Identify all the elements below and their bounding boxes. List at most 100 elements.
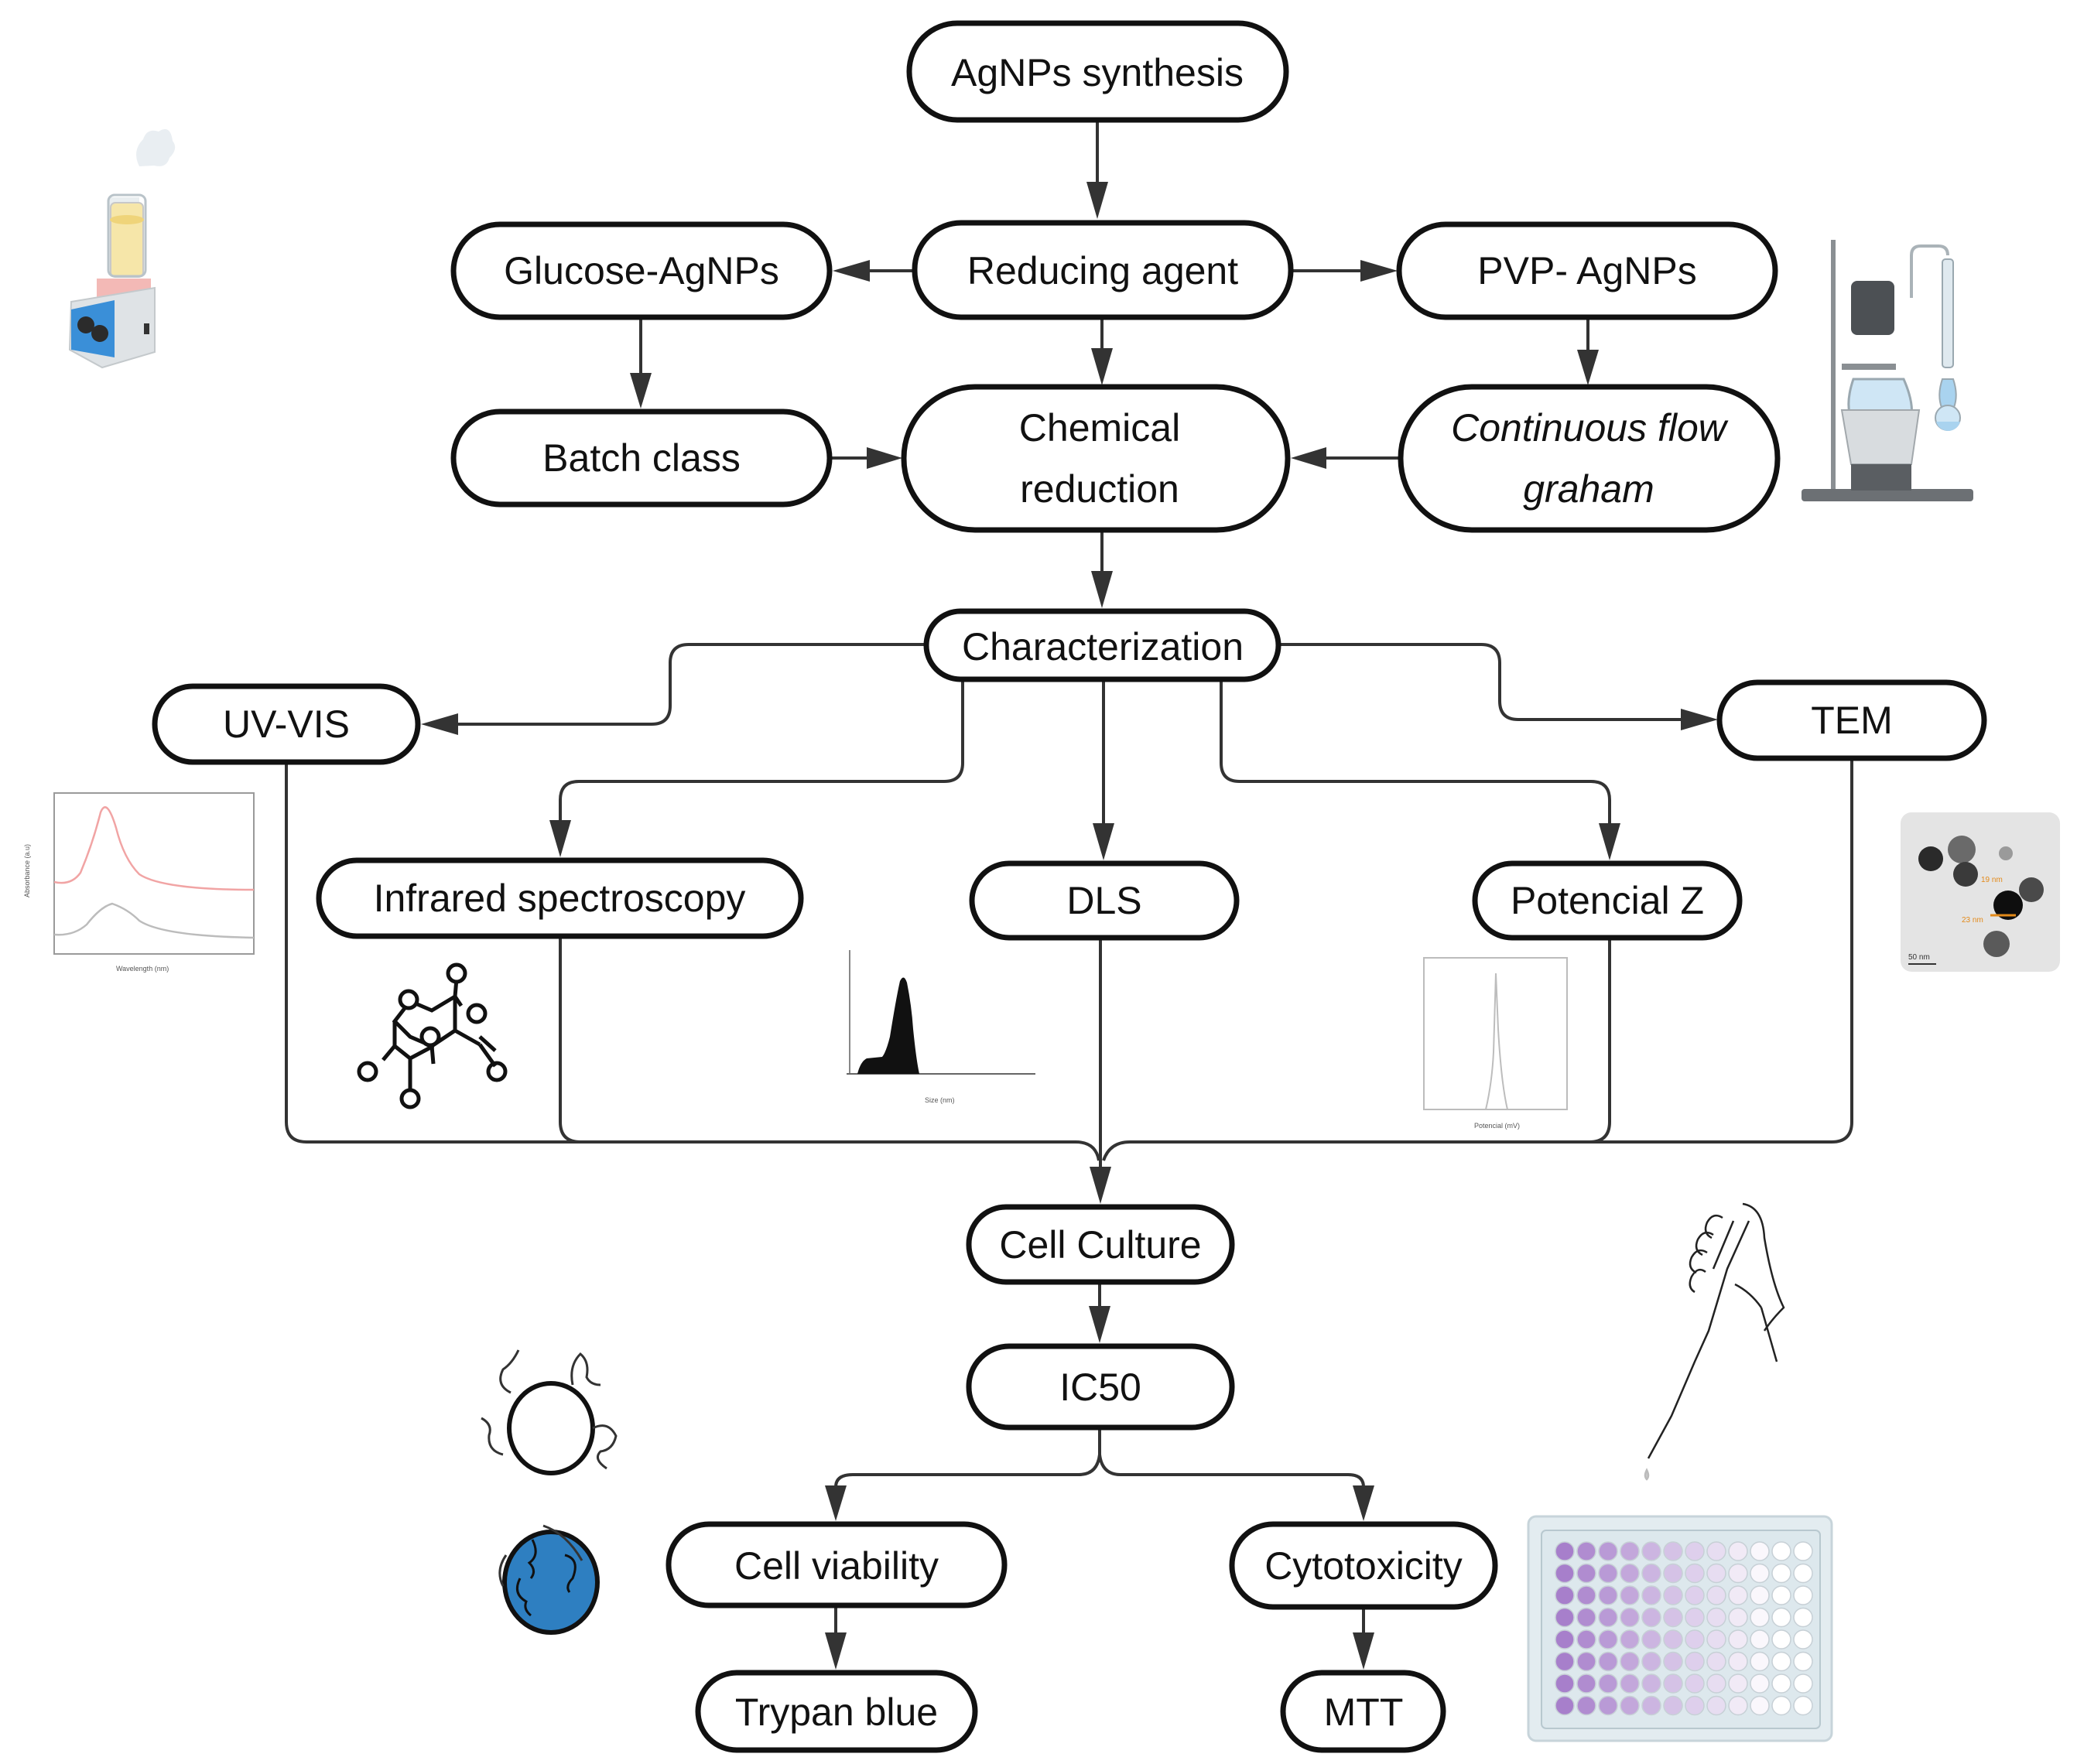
well (1641, 1563, 1661, 1584)
well (1620, 1607, 1640, 1628)
uv-vis-ylabel: Absorbance (a.u) (23, 844, 31, 897)
well (1663, 1563, 1683, 1584)
well (1771, 1563, 1791, 1584)
node-dls: DLS (969, 860, 1240, 941)
hotplate-stirrer-icon (68, 128, 176, 369)
node-trypan-blue: Trypan blue (695, 1670, 978, 1753)
well (1555, 1541, 1575, 1561)
node-shape (966, 1204, 1235, 1285)
well (1685, 1629, 1705, 1649)
well (1663, 1695, 1683, 1716)
edge-infrared-to-cellculture (559, 936, 581, 1144)
node-label: Batch class (542, 436, 741, 480)
node-infrared-spectroscopy: Infrared spectroscopy (316, 857, 804, 939)
well (1576, 1695, 1596, 1716)
node-chemical-reduction: Chemical reduction (901, 384, 1291, 533)
arrowhead (867, 447, 902, 469)
zeta-potential-thumbnail: Potencial (mV) (1423, 957, 1568, 1130)
well (1685, 1607, 1705, 1628)
well (1728, 1541, 1748, 1561)
well (1728, 1695, 1748, 1716)
edge-characterization-to-potencialz (1220, 679, 1611, 825)
well (1641, 1651, 1661, 1672)
well (1685, 1541, 1705, 1561)
node-label: UV-VIS (223, 703, 350, 746)
well (1706, 1541, 1726, 1561)
well (1793, 1563, 1813, 1584)
node-shape (1396, 221, 1778, 320)
node-cell-viability: Cell viability (666, 1521, 1008, 1608)
well (1620, 1695, 1640, 1716)
arrowhead (1086, 182, 1108, 219)
well (1793, 1695, 1813, 1716)
node-agnps-synthesis: AgNPs synthesis (906, 20, 1289, 123)
well (1598, 1695, 1618, 1716)
arrowhead (1599, 823, 1620, 860)
zeta-xlabel: Potencial (mV) (1474, 1122, 1520, 1130)
well (1641, 1607, 1661, 1628)
node-mtt: MTT (1280, 1670, 1446, 1753)
well (1793, 1541, 1813, 1561)
well (1620, 1541, 1640, 1561)
well (1555, 1695, 1575, 1716)
well (1728, 1673, 1748, 1694)
well (1706, 1607, 1726, 1628)
well (1750, 1607, 1770, 1628)
well (1555, 1607, 1575, 1628)
dls-size-distribution-thumbnail: Size (nm) (847, 950, 1035, 1104)
arrowhead (1089, 1306, 1110, 1343)
node-shape (1716, 679, 1987, 761)
well (1598, 1629, 1618, 1649)
well (1750, 1695, 1770, 1716)
uv-vis-series-red (53, 806, 255, 891)
arrowhead (630, 373, 652, 409)
well (1598, 1585, 1618, 1605)
well (1793, 1673, 1813, 1694)
node-cell-culture: Cell Culture (966, 1204, 1235, 1285)
well (1555, 1563, 1575, 1584)
well (1576, 1629, 1596, 1649)
node-shape (666, 1521, 1008, 1608)
well (1576, 1651, 1596, 1672)
node-shape (901, 384, 1291, 533)
well (1598, 1673, 1618, 1694)
well (1685, 1673, 1705, 1694)
edge-characterization-to-tem (1278, 643, 1682, 721)
well (1706, 1695, 1726, 1716)
node-label-line1: Continuous flow (1451, 406, 1729, 450)
well (1598, 1563, 1618, 1584)
node-cytotoxicity: Cytotoxicity (1229, 1521, 1498, 1610)
well (1685, 1651, 1705, 1672)
stained-dead-cell-icon (498, 1524, 600, 1635)
node-label: Glucose-AgNPs (504, 249, 779, 292)
uv-vis-spectrum-thumbnail: Wavelength (nm) Absorbance (a.u) (23, 792, 255, 973)
well (1555, 1585, 1575, 1605)
well (1555, 1673, 1575, 1694)
well (1706, 1563, 1726, 1584)
96-well-plate-icon (1527, 1515, 1833, 1742)
molecule-structure-icon (357, 962, 508, 1109)
well (1728, 1585, 1748, 1605)
well (1728, 1651, 1748, 1672)
well (1793, 1629, 1813, 1649)
well (1706, 1673, 1726, 1694)
tem-micrograph-thumbnail: 19 nm 23 nm 50 nm (1901, 812, 2060, 972)
well (1771, 1607, 1791, 1628)
node-label: Cell viability (734, 1544, 939, 1588)
node-shape (923, 608, 1281, 682)
node-label: Reducing agent (967, 249, 1238, 292)
tem-label-1: 19 nm (1981, 876, 2003, 884)
edges (285, 120, 1853, 1670)
well (1771, 1541, 1791, 1561)
well (1685, 1695, 1705, 1716)
uv-vis-xlabel: Wavelength (nm) (116, 965, 169, 973)
node-continuous-flow-graham: Continuous flow graham (1398, 384, 1781, 533)
well (1750, 1673, 1770, 1694)
arrowhead (1353, 1632, 1374, 1670)
arrowhead (1353, 1485, 1374, 1521)
node-batch-class: Batch class (450, 409, 833, 508)
node-glucose-agnps: Glucose-AgNPs (450, 221, 833, 320)
node-potencial-z: Potencial Z (1472, 860, 1743, 941)
node-shape (1229, 1521, 1498, 1610)
well (1598, 1607, 1618, 1628)
